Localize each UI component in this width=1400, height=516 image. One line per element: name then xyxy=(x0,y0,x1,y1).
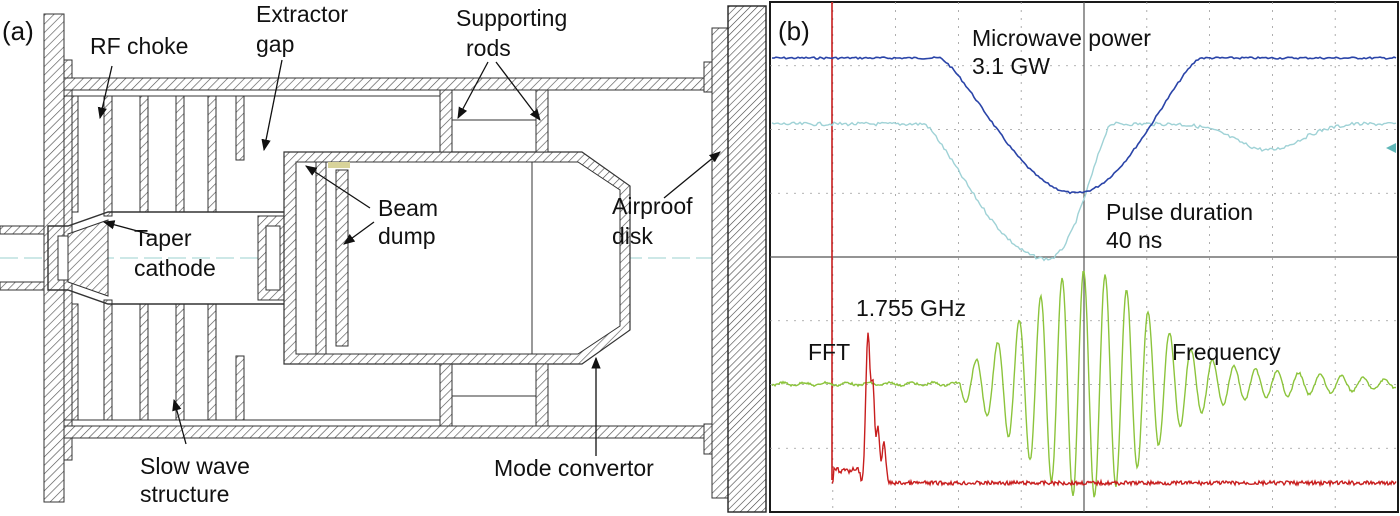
plate-top-0 xyxy=(103,95,113,217)
plate-bottom-3 xyxy=(207,303,217,421)
label-airproof: Airproof xyxy=(612,193,693,219)
trace-fft xyxy=(831,332,1397,488)
beam-dump xyxy=(283,151,631,365)
label-pulse-duration: Pulse duration xyxy=(1106,199,1253,225)
label-structure: structure xyxy=(140,481,229,507)
oscilloscope-panel: (b) Microwave power 3.1 GW Pulse duratio… xyxy=(769,1,1399,513)
label-extractor: Extractor xyxy=(256,1,348,27)
plate-bottom-2 xyxy=(175,303,185,421)
choke-ring-top xyxy=(71,95,79,213)
label-pulse-value: 40 ns xyxy=(1106,227,1162,253)
label-disk: disk xyxy=(612,223,653,249)
plate-bottom-1 xyxy=(139,303,149,421)
panel-b-tag: (b) xyxy=(778,16,810,46)
choke-ring-bottom xyxy=(71,303,79,421)
label-cathode: cathode xyxy=(134,255,216,281)
panel-a-tag: (a) xyxy=(2,16,34,46)
label-rf-choke: RF choke xyxy=(90,33,188,59)
envelope-level-marker xyxy=(1386,143,1396,153)
right-flange xyxy=(703,27,729,499)
label-rods: rods xyxy=(466,35,511,61)
label-dump: dump xyxy=(378,223,436,249)
label-mode-convertor: Mode convertor xyxy=(494,455,654,481)
label-slow-wave: Slow wave xyxy=(140,453,250,479)
plate-bottom-4 xyxy=(235,355,245,421)
label-supporting: Supporting xyxy=(456,5,567,31)
trace-envelope xyxy=(771,121,1397,262)
supporting-rods xyxy=(439,89,549,427)
annotation-arrows xyxy=(97,59,721,456)
plate-top-4 xyxy=(235,95,245,161)
trace-power xyxy=(771,56,1397,195)
label-gap: gap xyxy=(256,31,294,57)
plate-bottom-0 xyxy=(103,299,113,421)
label-frequency: Frequency xyxy=(1172,339,1281,365)
plate-top-3 xyxy=(207,95,217,213)
slow-wave-plates xyxy=(71,95,245,421)
label-power-value: 3.1 GW xyxy=(972,53,1050,79)
label-taper: Taper xyxy=(134,225,192,251)
airproof-disk xyxy=(727,5,767,513)
plate-top-2 xyxy=(175,95,185,213)
label-fft-peak: 1.755 GHz xyxy=(856,295,966,321)
plate-top-1 xyxy=(139,95,149,213)
label-beam: Beam xyxy=(378,195,438,221)
trace-frequency xyxy=(771,270,1397,498)
label-microwave-power: Microwave power xyxy=(972,25,1151,51)
label-fft: FFT xyxy=(808,339,850,365)
device-cross-section: (a) RF choke Extractor gap Supporting ro… xyxy=(0,1,767,513)
